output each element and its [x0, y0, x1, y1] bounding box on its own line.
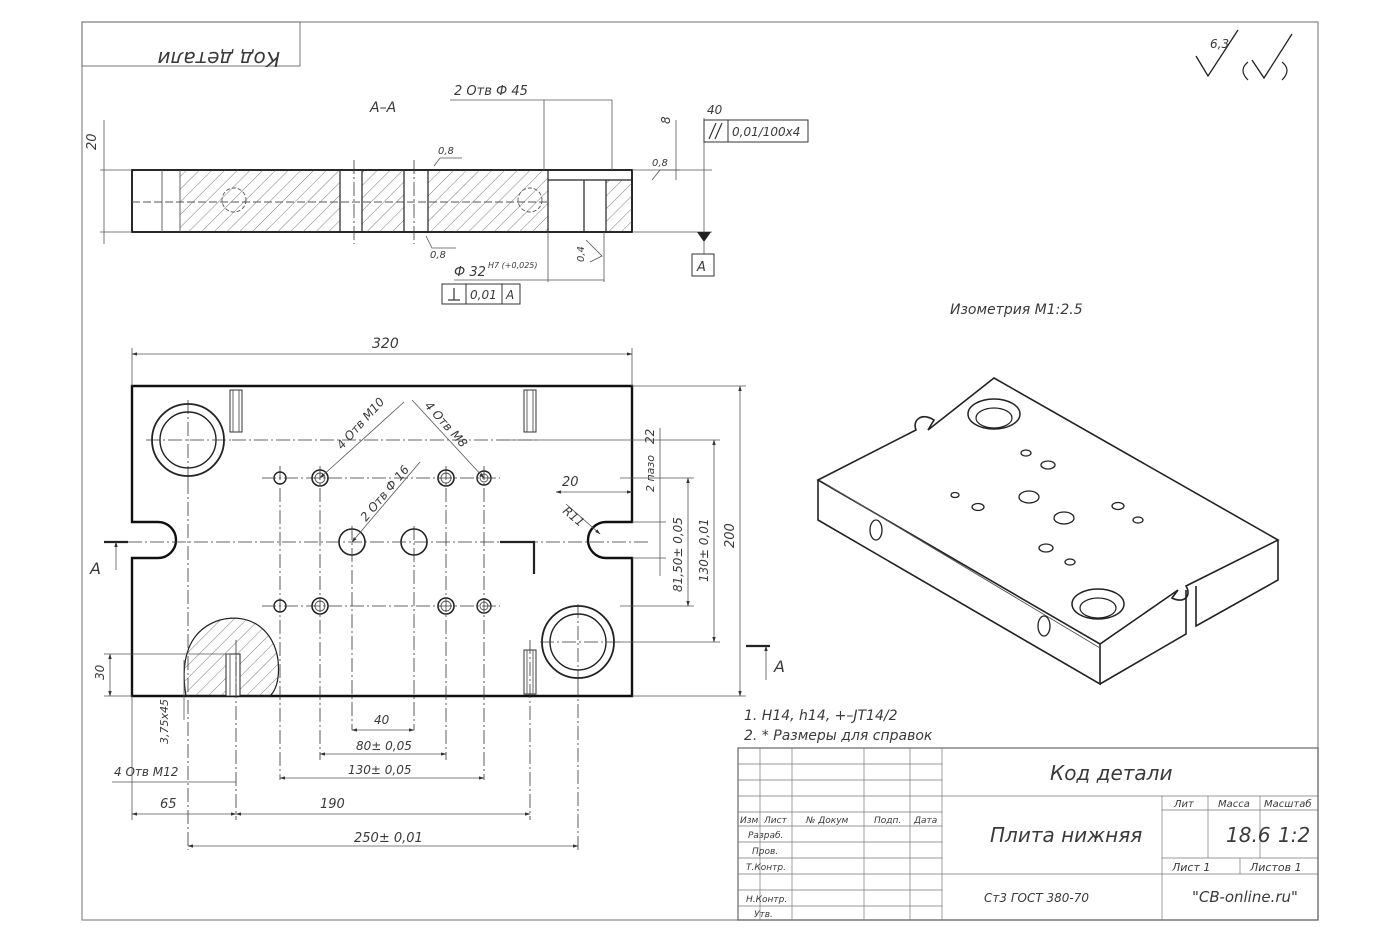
- iso-top-face: [816, 377, 1280, 645]
- dim-130-vertical: 130± 0,01: [697, 519, 711, 583]
- col-izm: Изм: [740, 816, 759, 826]
- title-code: Код детали: [1050, 761, 1172, 785]
- datum-a-label: А: [696, 260, 706, 275]
- row-check: Пров.: [752, 847, 778, 857]
- col-doc: № Докум: [805, 816, 849, 826]
- section-hatch-4: [606, 180, 632, 232]
- sheet-frame: [81, 21, 1319, 921]
- dim-130-horizontal: 130± 0,05: [348, 763, 412, 777]
- col-sign: Подп.: [874, 816, 901, 826]
- col-date: Дата: [913, 816, 937, 826]
- plan-view: 320 200 130± 0,01 81,50± 0,05 22 2 пазо …: [89, 336, 785, 850]
- code-stamp: Код детали: [81, 21, 301, 71]
- section-view: А–А 20 2 Отв Ф 45: [85, 84, 809, 305]
- company: "CB-online.ru": [1192, 888, 1298, 906]
- material: Ст3 ГОСТ 380-70: [984, 891, 1089, 905]
- note-holes-m10: 4 Отв М10: [334, 395, 388, 452]
- bore-tolerance: H7 (+0,025): [488, 261, 538, 270]
- mass-value: 18.6: [1226, 823, 1271, 847]
- roughness-mark-3: 0,8: [430, 250, 446, 261]
- dim-190: 190: [320, 797, 345, 812]
- dim-section-8: 8: [659, 116, 673, 124]
- parallelism-tolerance-frame: 0,01/100х4: [703, 119, 809, 143]
- col-list: Лист: [763, 816, 788, 826]
- surface-finish-symbol: 6,3: [1195, 29, 1293, 81]
- perpendicularity-value: 0,01: [470, 288, 497, 302]
- bore-diameter: Ф 32: [454, 265, 486, 280]
- note-slot-count: 2 пазо: [644, 455, 657, 492]
- row-dev: Разраб.: [748, 831, 783, 841]
- isometric-title: Изометрия М1:2.5: [950, 302, 1083, 318]
- section-hatch-3: [428, 170, 548, 232]
- section-hatch-1: [180, 170, 340, 232]
- note-r11: R11: [560, 504, 587, 530]
- technical-notes: 1. Н14, h14, +–JT14/2 2. * Размеры для с…: [744, 708, 933, 744]
- code-stamp-text: Код детали: [158, 47, 280, 71]
- title-block: Изм Лист № Докум Подп. Дата Разраб. Пров…: [737, 747, 1319, 921]
- dim-81-50: 81,50± 0,05: [671, 517, 685, 592]
- row-ncontr: Н.Контр.: [746, 895, 787, 905]
- note-1: 1. Н14, h14, +–JT14/2: [744, 708, 898, 724]
- dim-250: 250± 0,01: [354, 831, 423, 846]
- dim-slot-20: 20: [562, 475, 579, 490]
- dim-200: 200: [723, 523, 738, 548]
- perpendicularity-tolerance-frame: 0,01 А: [441, 283, 521, 305]
- section-mark-left: А: [89, 559, 101, 578]
- col-scale: Масштаб: [1264, 798, 1312, 810]
- roughness-mark-1: 0,8: [438, 146, 454, 157]
- dim-40-horizontal: 40: [374, 713, 390, 727]
- dim-320: 320: [372, 336, 399, 352]
- note-holes-m12: 4 Отв М12: [114, 765, 178, 779]
- dim-80: 80± 0,05: [356, 739, 412, 753]
- part-name: Плита нижняя: [990, 823, 1142, 847]
- sheets-total: Листов 1: [1249, 861, 1302, 874]
- col-lit: Лит: [1173, 799, 1195, 810]
- datum-a: А: [691, 232, 715, 277]
- note-holes-m8: 4 Отв М8: [422, 399, 471, 451]
- dim-65: 65: [160, 797, 177, 812]
- row-approve: Утв.: [754, 910, 773, 920]
- perpendicularity-datum: А: [505, 288, 514, 302]
- scale-value: 1:2: [1278, 823, 1310, 847]
- note-2: 2. * Размеры для справок: [744, 728, 933, 744]
- dim-section-40: 40: [707, 103, 723, 117]
- parallelism-value: 0,01/100х4: [732, 125, 800, 139]
- dim-30: 30: [93, 664, 107, 680]
- sheet-number: Лист 1: [1171, 861, 1210, 874]
- dim-chamfer: 3,75х45: [158, 699, 171, 744]
- roughness-mark-2: 0,8: [652, 158, 668, 169]
- roughness-mark-4: 0,4: [576, 246, 587, 262]
- section-title: А–А: [369, 100, 396, 116]
- note-holes-phi16: 2 Отв Ф 16: [358, 462, 413, 524]
- isometric-view: Изометрия М1:2.5: [816, 302, 1280, 686]
- dim-section-20: 20: [85, 133, 100, 150]
- dim-slot-22: 22: [643, 429, 657, 444]
- holes-note-45: 2 Отв Ф 45: [454, 84, 528, 99]
- col-mass: Масса: [1218, 799, 1250, 810]
- row-tcontr: Т.Контр.: [746, 863, 786, 873]
- section-hatch-2: [362, 170, 404, 232]
- section-mark-right: А: [773, 657, 785, 676]
- roughness-value: 6,3: [1210, 37, 1229, 51]
